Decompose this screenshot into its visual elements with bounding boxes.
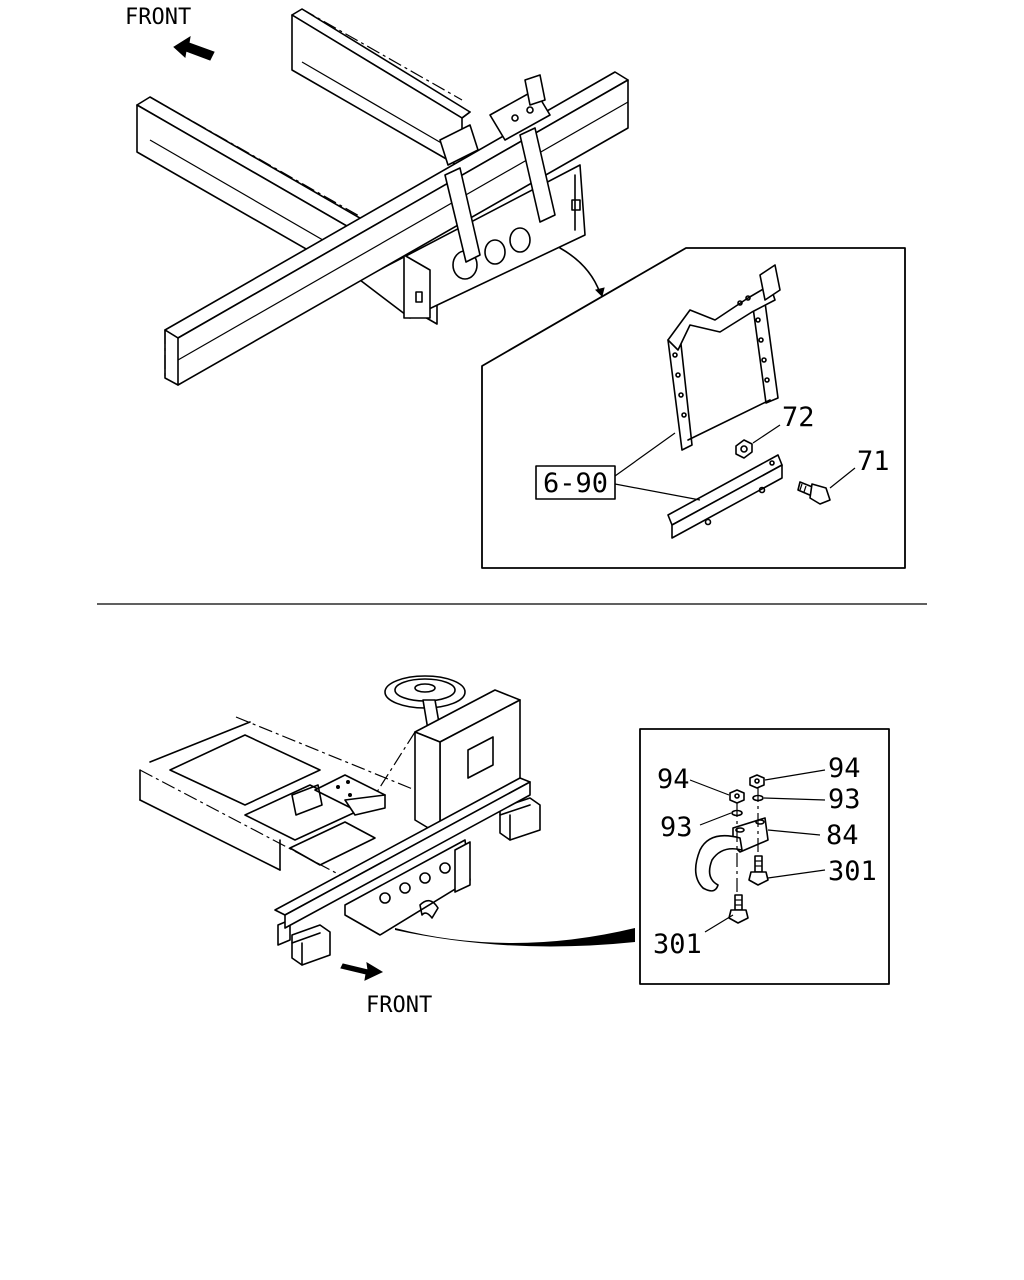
hitch-mount: [291, 774, 386, 816]
callout-94-left: 94: [657, 764, 690, 795]
callout-93-right: 93: [828, 784, 861, 815]
top-front-label: FRONT: [125, 5, 191, 30]
ref-box: [535, 465, 616, 500]
frame-rail-upper: [291, 8, 471, 169]
top-front-arrow-icon: [173, 35, 215, 61]
callout-84: 84: [826, 820, 859, 851]
bottom-detail-inset: 94 94 93 93 84 301 301: [639, 728, 890, 985]
tow-hook-icon: [694, 817, 769, 892]
chassis-frame: [139, 716, 416, 876]
top-detail-inset: 6-90 72 71: [481, 247, 906, 569]
bolt-icon-left: [728, 894, 749, 924]
bottom-front-label: FRONT: [366, 993, 432, 1018]
nut-icon-left: [729, 789, 745, 804]
bottom-assembly: FRONT: [139, 675, 890, 1018]
tail-light-icon: [499, 797, 541, 841]
top-leader-curve: [559, 247, 601, 294]
callout-94-right: 94: [828, 753, 861, 784]
rear-cross-member: [274, 777, 531, 936]
angle-plate: [667, 454, 783, 539]
cross-member: [164, 71, 629, 386]
bottom-front-arrow-icon: [340, 962, 384, 981]
bolt-icon-right: [748, 855, 769, 886]
callout-93-left: 93: [660, 812, 693, 843]
ref-box-label: 6-90: [543, 468, 608, 499]
callout-72: 72: [782, 402, 815, 433]
top-leader-arrow-icon: [595, 287, 605, 297]
callout-301-right: 301: [828, 856, 877, 887]
callout-71: 71: [857, 446, 890, 477]
tow-hook-small: [419, 899, 439, 919]
cab-box: [374, 689, 521, 836]
hanger-brackets: [439, 74, 556, 263]
bolt-icon: [797, 481, 831, 505]
bottom-leader-curve: [395, 928, 635, 947]
top-assembly: FRONT: [125, 5, 906, 569]
nut-icon-right: [749, 774, 765, 789]
callout-301-left: 301: [653, 929, 702, 960]
nut-icon: [735, 439, 753, 459]
support-bracket: [667, 264, 781, 451]
